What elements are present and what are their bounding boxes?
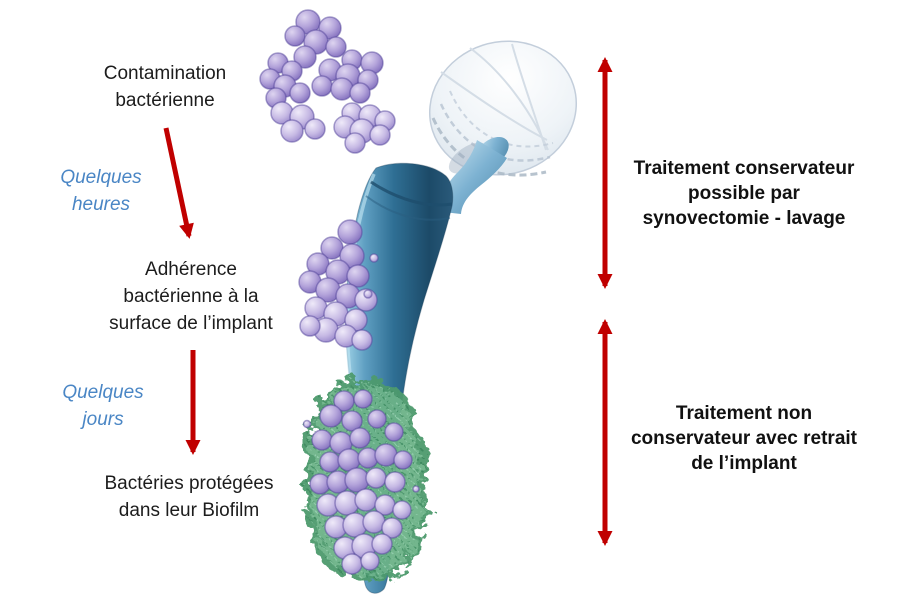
treatment-non-conservative-label: Traitement non conservateur avec retrait… [630,403,857,474]
stage-adhesion-label: Adhérence bactérienne à la surface de l’… [109,259,273,334]
timeline-days-label: Quelques jours [62,382,144,430]
acetabular-cup-icon [428,40,578,177]
bacteria-free-cluster [259,9,396,154]
stage-contamination-label: Contamination bactérienne [103,63,227,111]
bacteria-adherent-cluster [298,219,379,351]
arrow-contamination-to-adhesion-icon [163,127,194,239]
timeline-hours-label: Quelques heures [60,167,142,215]
bacteria-biofilm-cluster [302,389,420,575]
implant-neck [441,136,509,214]
process-arrows [163,127,201,455]
treatment-conservative-label: Traitement conservateur possible par syn… [633,158,855,229]
stage-biofilm-label: Bactéries protégées dans leur Biofilm [104,473,274,521]
